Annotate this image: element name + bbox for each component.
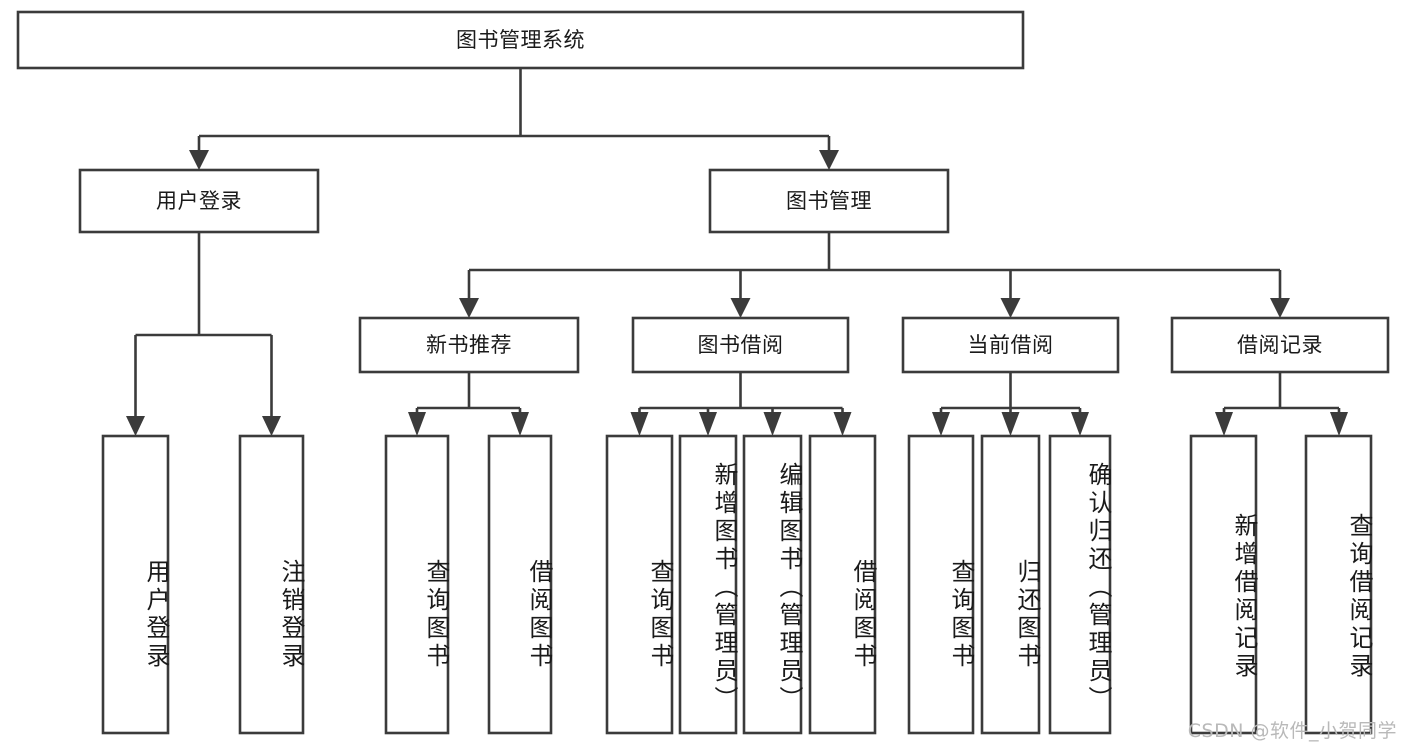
connector-group [126, 68, 1348, 436]
arrow-head-user-login [189, 150, 209, 170]
leaf-box-user-logout[interactable] [238, 434, 305, 735]
arrow-head-new-book-recommend [459, 298, 479, 318]
leaf-box-query-record[interactable] [1304, 434, 1373, 735]
node-box-group [16, 10, 1390, 735]
node-box-book-borrow[interactable] [631, 316, 850, 374]
arrow-head-book-manage [819, 150, 839, 170]
leaf-box-borrow-book-2[interactable] [808, 434, 877, 735]
node-box-root[interactable] [16, 10, 1025, 70]
arrow-head-leaf-user-login [126, 416, 145, 436]
node-box-current-borrow[interactable] [901, 316, 1120, 374]
arrow-head-leaf-query-book-3 [932, 412, 950, 436]
node-box-new-book-recommend[interactable] [358, 316, 580, 374]
leaf-box-add-record[interactable] [1189, 434, 1258, 735]
arrow-head-leaf-query-record [1330, 412, 1348, 436]
arrow-head-borrow-record [1270, 298, 1290, 318]
leaf-box-user-login[interactable] [101, 434, 170, 735]
leaf-box-query-book-1[interactable] [384, 434, 450, 735]
arrow-head-leaf-add-book [699, 412, 717, 436]
leaf-box-borrow-book-1[interactable] [487, 434, 553, 735]
leaf-box-return-book[interactable] [980, 434, 1041, 735]
leaf-box-add-book[interactable] [678, 434, 738, 735]
arrow-head-leaf-query-book-1 [408, 412, 426, 436]
arrow-head-book-borrow [730, 298, 751, 318]
leaf-box-query-book-2[interactable] [605, 434, 674, 735]
arrow-head-leaf-user-logout [262, 416, 281, 436]
leaf-box-edit-book[interactable] [742, 434, 803, 735]
node-box-book-manage[interactable] [708, 168, 950, 234]
leaf-box-query-book-3[interactable] [907, 434, 975, 735]
arrow-head-leaf-add-record [1215, 412, 1233, 436]
arrow-head-leaf-confirm-return [1071, 412, 1089, 436]
arrow-head-leaf-borrow-book-2 [833, 412, 852, 436]
arrow-head-current-borrow [1000, 298, 1021, 318]
leaf-box-confirm-return[interactable] [1048, 434, 1112, 735]
arrow-head-leaf-borrow-book-1 [511, 412, 529, 436]
node-box-borrow-record[interactable] [1170, 316, 1390, 374]
arrow-head-leaf-edit-book [763, 412, 782, 436]
arrow-head-leaf-query-book-2 [630, 412, 649, 436]
node-box-user-login[interactable] [78, 168, 320, 234]
arrow-head-leaf-return-book [1001, 412, 1020, 436]
